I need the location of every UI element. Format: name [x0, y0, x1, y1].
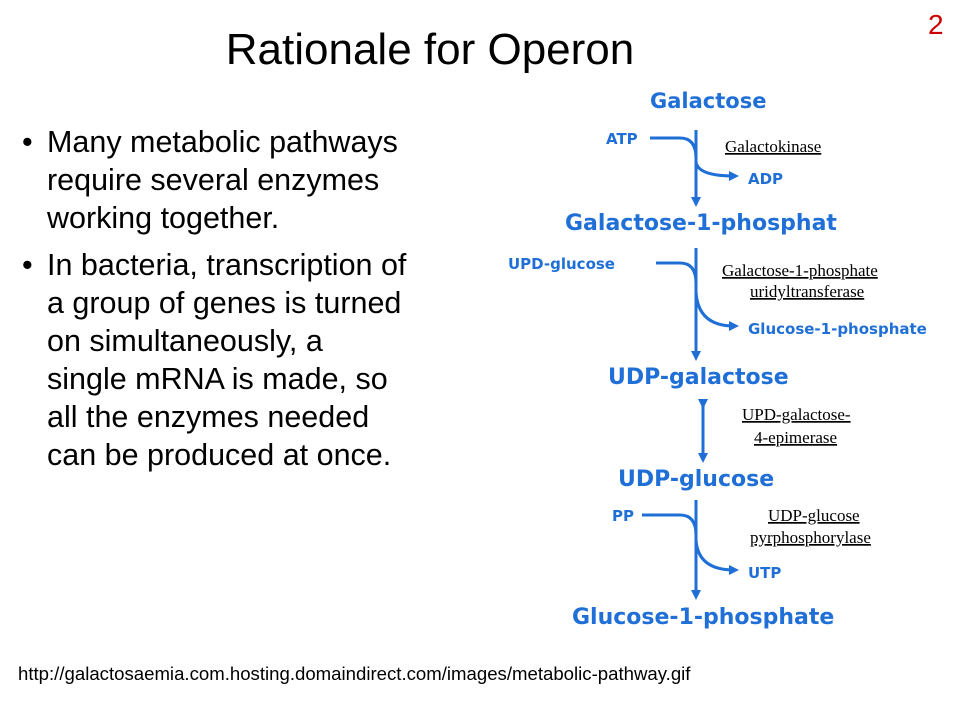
metabolite-galactose-1-phosphat: Galactose-1-phosphat	[565, 211, 837, 236]
arrow-join	[656, 261, 698, 284]
enzyme-epimerase-line1: UPD-galactose-	[742, 405, 851, 424]
bullet-line: single mRNA is made, so	[47, 362, 388, 396]
cosubstrate-adp: ADP	[748, 170, 783, 188]
bullet-line: Many metabolic pathways	[47, 125, 398, 159]
arrow-branch	[694, 291, 739, 331]
bullet-line: on simultaneously, a	[47, 324, 323, 358]
metabolite-udp-galactose: UDP-galactose	[608, 365, 789, 390]
bullet-line: can be produced at once.	[47, 438, 392, 472]
enzyme-pyrophosphorylase-line1: UDP-glucose	[768, 506, 860, 525]
bullet-item: • In bacteria, transcription of a group …	[22, 246, 492, 474]
enzyme-galactokinase: Galactokinase	[725, 137, 821, 156]
metabolite-glucose-1-phosphate: Glucose-1-phosphate	[572, 605, 834, 630]
page-number: 2	[928, 9, 944, 40]
bullet-glyph: •	[22, 125, 33, 159]
bullet-line: working together.	[47, 201, 280, 235]
bullet-item: • Many metabolic pathways require severa…	[22, 123, 492, 237]
cosubstrate-atp: ATP	[606, 130, 638, 148]
galactose-pathway-diagram: Galactose Galactose-1-phosphat UDP-galac…	[508, 89, 927, 630]
enzyme-pyrophosphorylase-line2: pyrphosphorylase	[750, 528, 871, 547]
metabolite-udp-glucose: UDP-glucose	[618, 467, 774, 492]
cosubstrate-utp: UTP	[748, 564, 781, 582]
cosubstrate-pp: PP	[612, 507, 634, 525]
bullet-list: • Many metabolic pathways require severa…	[22, 123, 492, 483]
source-link[interactable]: http://galactosaemia.com.hosting.domaind…	[18, 663, 691, 684]
bullet-glyph: •	[22, 248, 33, 282]
slide-title: Rationale for Operon	[225, 25, 635, 74]
arrow-join	[642, 513, 698, 536]
enzyme-transferase-line2: uridyltransferase	[750, 282, 864, 301]
bullet-line: all the enzymes needed	[47, 400, 370, 434]
arrow-branch	[694, 539, 739, 575]
arrow-join	[650, 136, 698, 159]
arrow-branch	[694, 161, 739, 181]
cosubstrate-glucose-1-phosphate: Glucose-1-phosphate	[748, 320, 927, 338]
cosubstrate-upd-glucose: UPD-glucose	[508, 255, 615, 273]
enzyme-transferase-line1: Galactose-1-phosphate	[722, 261, 878, 280]
bullet-line: require several enzymes	[47, 163, 380, 197]
metabolite-galactose: Galactose	[650, 89, 766, 113]
bullet-line: In bacteria, transcription of	[47, 248, 407, 282]
bullet-line: a group of genes is turned	[47, 286, 402, 320]
enzyme-epimerase-line2: 4-epimerase	[754, 428, 837, 447]
